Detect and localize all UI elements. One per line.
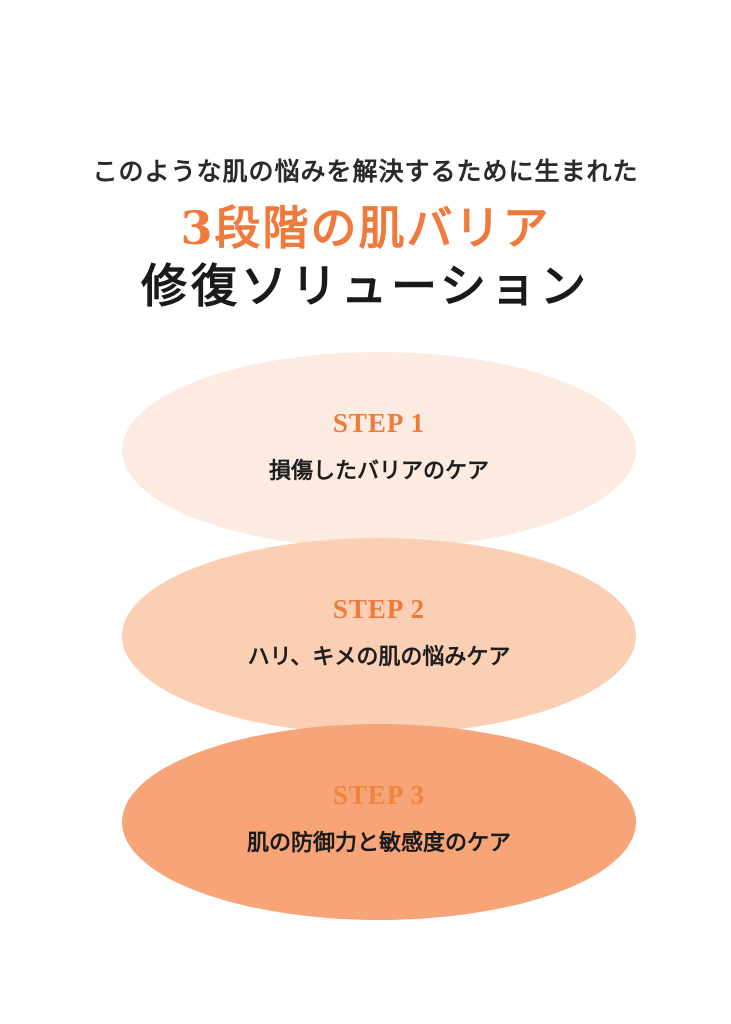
step-1-oval: STEP 1 損傷したバリアのケア <box>122 352 636 548</box>
headline-main: 修復ソリューション <box>140 259 591 313</box>
step-1-description: 損傷したバリアのケア <box>268 458 489 484</box>
intro-text: このような肌の悩みを解決するために生まれた <box>92 157 639 186</box>
headline-highlight: 3段階の肌バリア <box>180 201 551 255</box>
step-3-label: STEP 3 <box>332 780 426 810</box>
step-1-label: STEP 1 <box>332 408 426 438</box>
step-3-description: 肌の防御力と敏感度のケア <box>246 830 511 856</box>
step-2-label: STEP 2 <box>332 594 426 624</box>
step-2-oval: STEP 2 ハリ、キメの肌の悩みケア <box>122 538 636 734</box>
step-3-oval: STEP 3 肌の防御力と敏感度のケア <box>122 724 636 920</box>
step-2-description: ハリ、キメの肌の悩みケア <box>247 644 511 670</box>
